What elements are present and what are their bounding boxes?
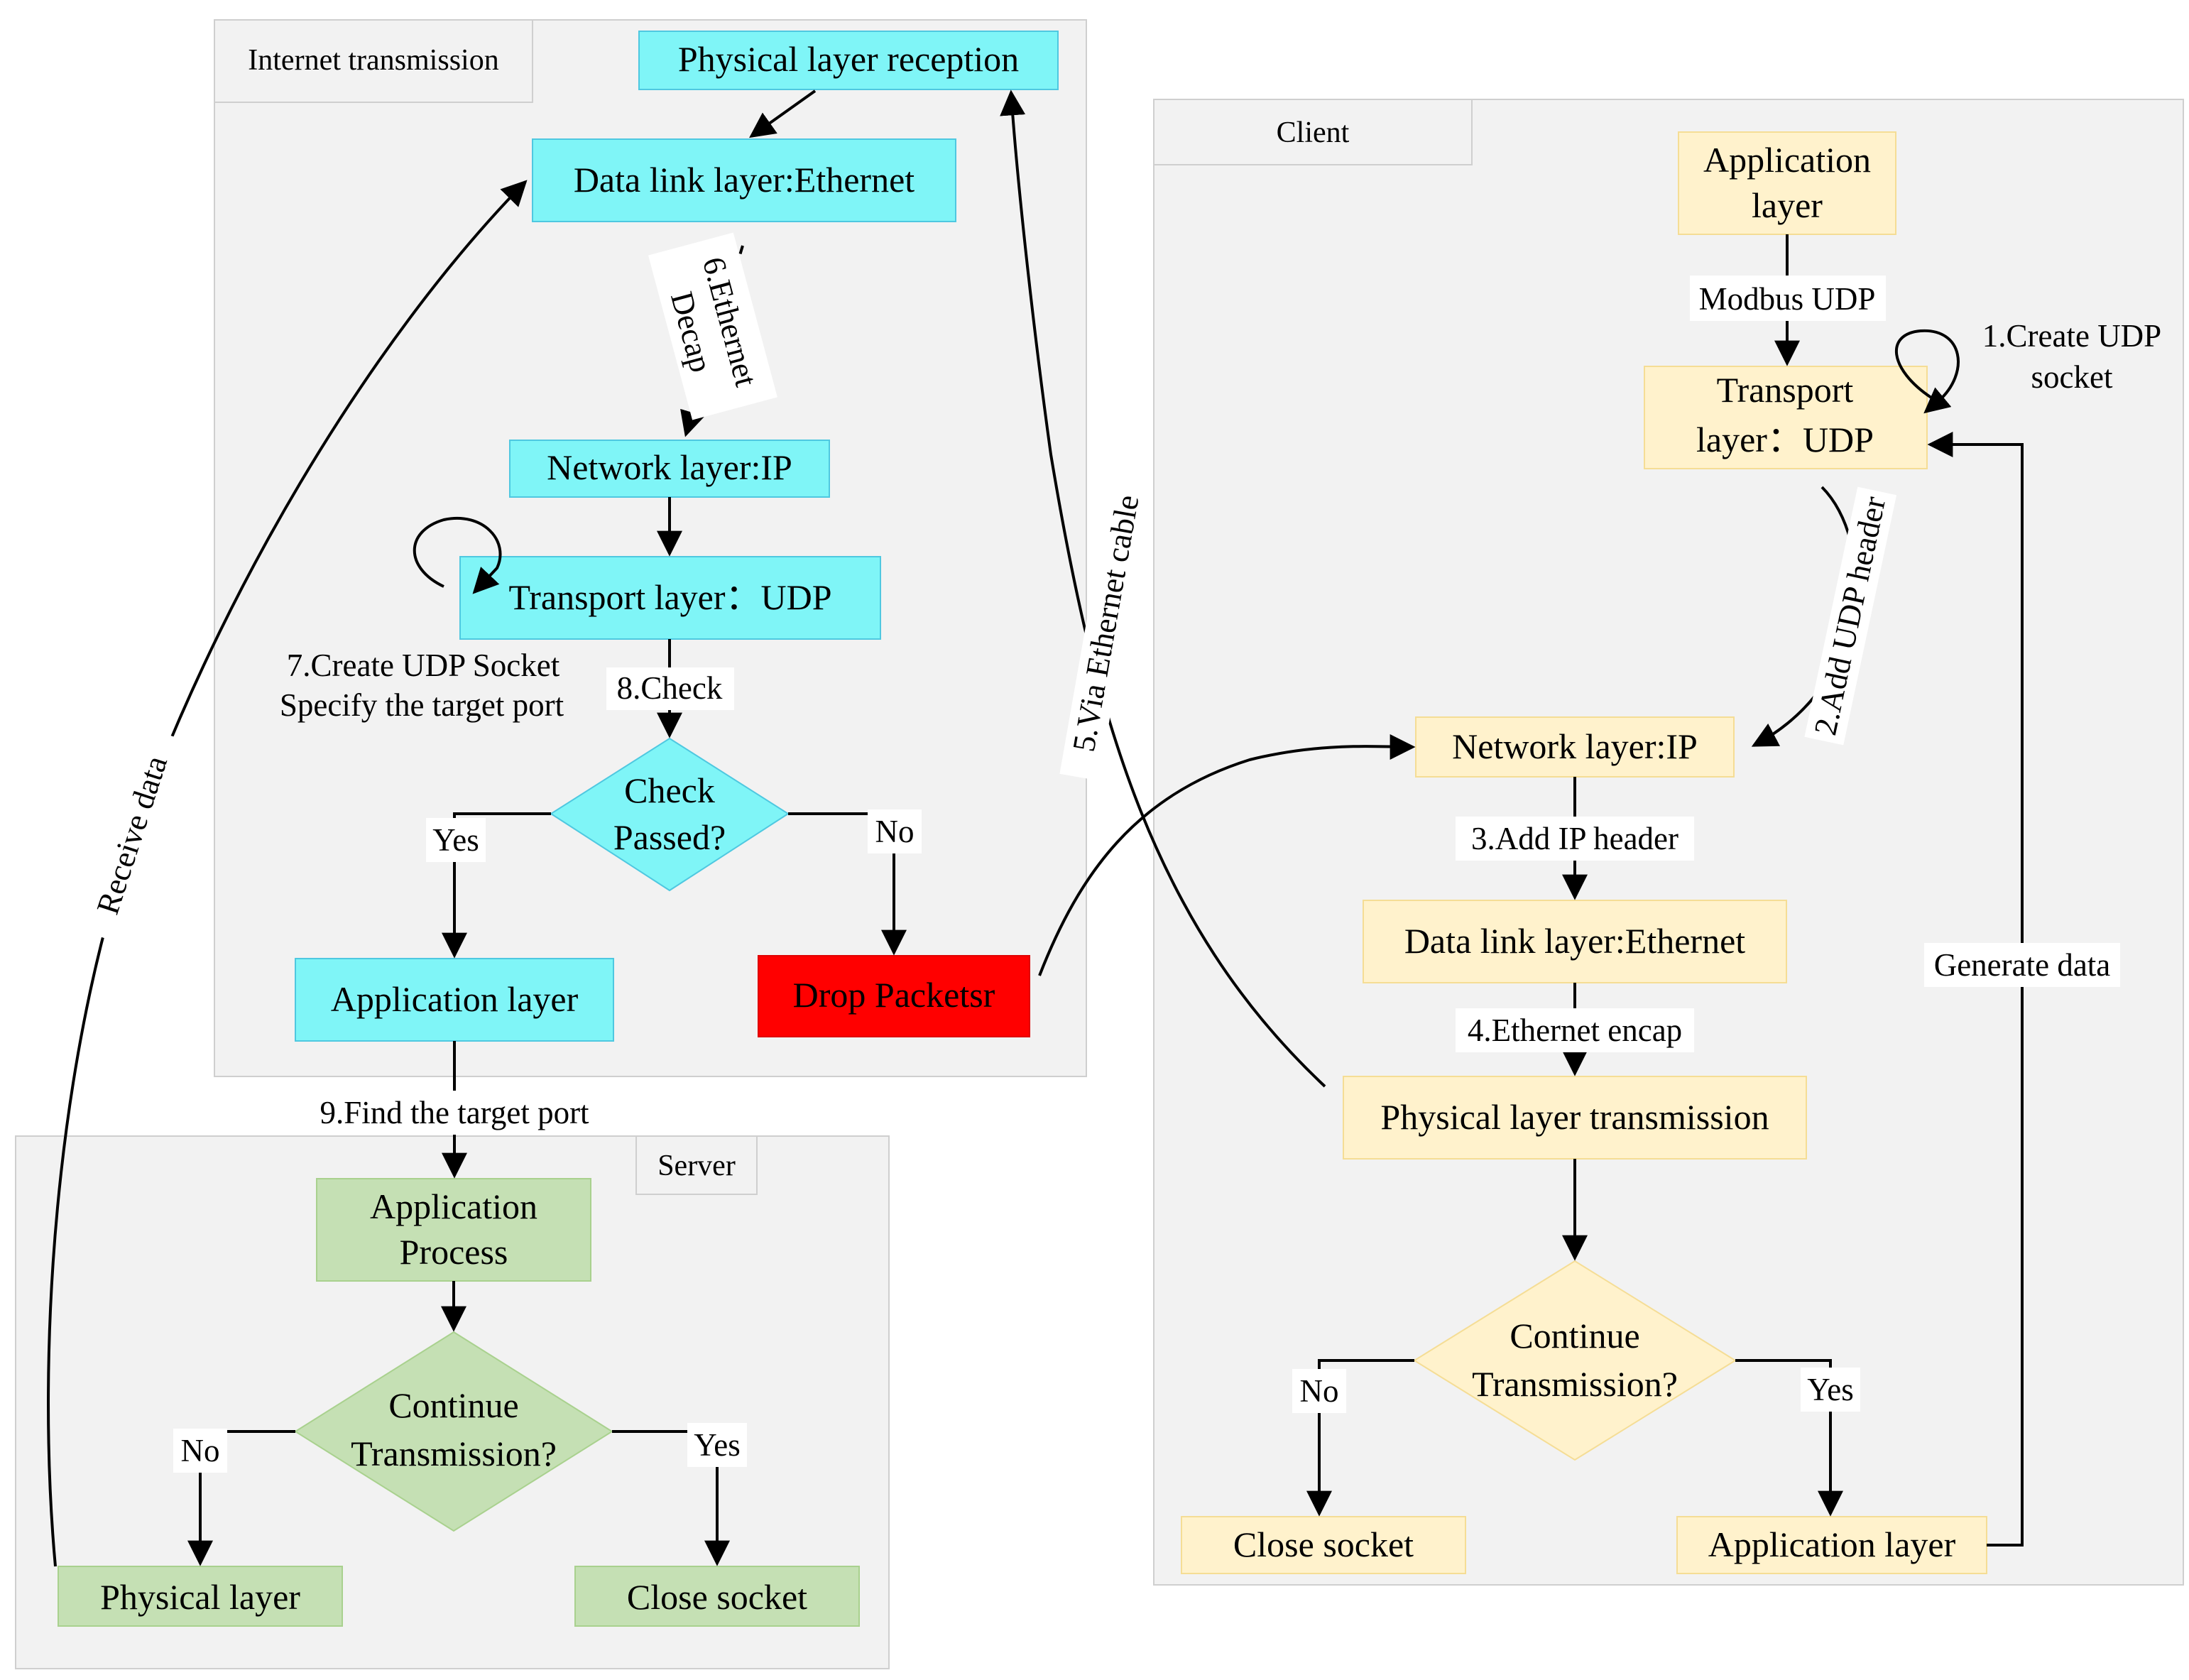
label-bg-find-port [305, 1091, 604, 1135]
svg-text:Transmission?: Transmission? [351, 1434, 557, 1473]
edge-labels: Modbus UDP 1.Create UDP socket 2.Add UDP… [80, 232, 2161, 1473]
arrow-client-no [1306, 1359, 1414, 1517]
node-network-ip-internet: Network layer:IP [509, 440, 830, 498]
label-find-target-port: 9.Find the target port [320, 1095, 589, 1130]
label-bg-generate [1924, 943, 2120, 987]
label-yes-internet: Yes [432, 822, 479, 858]
loop-create-socket-internet [413, 517, 502, 594]
node-application-layer-client: Application layer [1678, 131, 1896, 235]
node-datalink-ethernet-client: Data link layer:Ethernet [1363, 900, 1787, 983]
node-close-socket-client: Close socket [1181, 1516, 1466, 1574]
label-create-udp-socket-server-1: 7.Create UDP Socket [287, 648, 560, 683]
svg-text:Data link layer:Ethernet: Data link layer:Ethernet [574, 160, 915, 200]
svg-text:Transmission?: Transmission? [1472, 1364, 1678, 1404]
panel-client-title: Client [1277, 116, 1350, 149]
node-application-process: Application Process [316, 1178, 591, 1282]
node-physical-reception: Physical layer reception [638, 31, 1059, 90]
arrow-client-yes [1735, 1359, 1843, 1517]
label-no-internet: No [875, 814, 915, 849]
svg-text:Network layer:IP: Network layer:IP [547, 447, 792, 487]
svg-text:Check: Check [624, 770, 715, 810]
svg-text:Physical layer: Physical layer [100, 1577, 300, 1617]
svg-text:Passed?: Passed? [613, 817, 726, 857]
node-application-layer-client-2: Application layer [1676, 1516, 1987, 1574]
svg-text:Application layer: Application layer [1708, 1524, 1956, 1564]
svg-text:Transport layer：UDP: Transport layer：UDP [508, 577, 831, 617]
node-datalink-ethernet-internet: Data link layer:Ethernet [532, 138, 956, 222]
svg-text:layer：UDP: layer：UDP [1696, 420, 1874, 459]
label-receive-data: Receive data [80, 727, 185, 943]
label-modbus-udp: Modbus UDP [1699, 281, 1876, 317]
label-bg-modbus [1690, 276, 1886, 321]
node-application-layer-internet: Application layer [295, 958, 614, 1042]
decision-continue-server: Continue Transmission? [294, 1331, 613, 1532]
label-bg-add-ip [1456, 817, 1694, 861]
label-no-server: No [181, 1433, 220, 1468]
panel-server-title: Server [657, 1150, 736, 1182]
label-create-udp-socket-2: socket [2031, 359, 2113, 395]
node-physical-transmission: Physical layer transmission [1343, 1076, 1807, 1160]
label-yes-client: Yes [1807, 1372, 1853, 1407]
label-bg-yes-client [1801, 1368, 1860, 1412]
arrow-reception-to-datalink [749, 89, 817, 138]
panel-client-tab [1153, 99, 1473, 165]
svg-text:layer: layer [1752, 185, 1823, 225]
loop-create-socket-client [1895, 329, 1960, 414]
label-yes-server: Yes [694, 1427, 740, 1463]
label-bg-yes-internet [426, 818, 486, 862]
decision-continue-client: Continue Transmission? [1413, 1260, 1737, 1461]
svg-text:Physical layer transmission: Physical layer transmission [1380, 1097, 1769, 1137]
svg-text:Close socket: Close socket [627, 1577, 807, 1617]
svg-text:Data link layer:Ethernet: Data link layer:Ethernet [1404, 921, 1745, 961]
svg-text:Network layer:IP: Network layer:IP [1452, 726, 1698, 766]
svg-text:Physical layer reception: Physical layer reception [678, 39, 1019, 79]
svg-text:Application: Application [370, 1187, 537, 1226]
label-ethernet-encap: 4.Ethernet encap [1468, 1013, 1682, 1048]
label-add-ip-header: 3.Add IP header [1471, 821, 1678, 856]
label-bg-eth-encap [1456, 1008, 1694, 1052]
label-bg-no-client [1292, 1369, 1346, 1413]
node-transport-udp-client: Transport layer：UDP [1644, 366, 1928, 469]
svg-text:Process: Process [400, 1232, 508, 1272]
svg-text:Drop Packetsr: Drop Packetsr [793, 975, 995, 1015]
svg-text:Close socket: Close socket [1233, 1524, 1414, 1564]
node-network-ip-client: Network layer:IP [1415, 716, 1735, 778]
label-create-udp-socket-1: 1.Create UDP [1982, 318, 2161, 354]
node-drop-packets: Drop Packetsr [758, 955, 1030, 1037]
svg-text:Continue: Continue [388, 1385, 518, 1425]
label-no-client: No [1300, 1373, 1339, 1409]
connectors [47, 89, 2024, 1567]
label-bg-yes-server [687, 1423, 747, 1467]
label-bg-no-server [173, 1429, 227, 1473]
node-transport-udp-internet: Transport layer：UDP [459, 556, 881, 640]
arrow-check-yes [442, 812, 551, 959]
svg-text:Continue: Continue [1510, 1316, 1639, 1356]
svg-text:Application: Application [1703, 140, 1871, 180]
arrow-drop-to-network-client [1038, 733, 1416, 976]
arrow-generate-data [1927, 432, 2024, 1547]
panel-internet-title: Internet transmission [248, 44, 498, 77]
panel-server-tab [635, 1135, 758, 1195]
node-physical-layer-server: Physical layer [58, 1566, 343, 1627]
arrow-via-ethernet-cable [1000, 89, 1326, 1088]
label-bg-check [606, 667, 734, 710]
label-check: 8.Check [617, 670, 723, 706]
decision-check-passed: Check Passed? [550, 737, 790, 892]
label-create-udp-socket-server-2: Specify the target port [280, 687, 564, 723]
panel-internet-tab [214, 19, 533, 103]
svg-text:Application layer: Application layer [331, 979, 579, 1019]
node-close-socket-server: Close socket [574, 1566, 860, 1627]
label-generate-data: Generate data [1934, 947, 2111, 983]
svg-text:Transport: Transport [1717, 370, 1854, 410]
label-bg-no-internet [868, 809, 922, 853]
